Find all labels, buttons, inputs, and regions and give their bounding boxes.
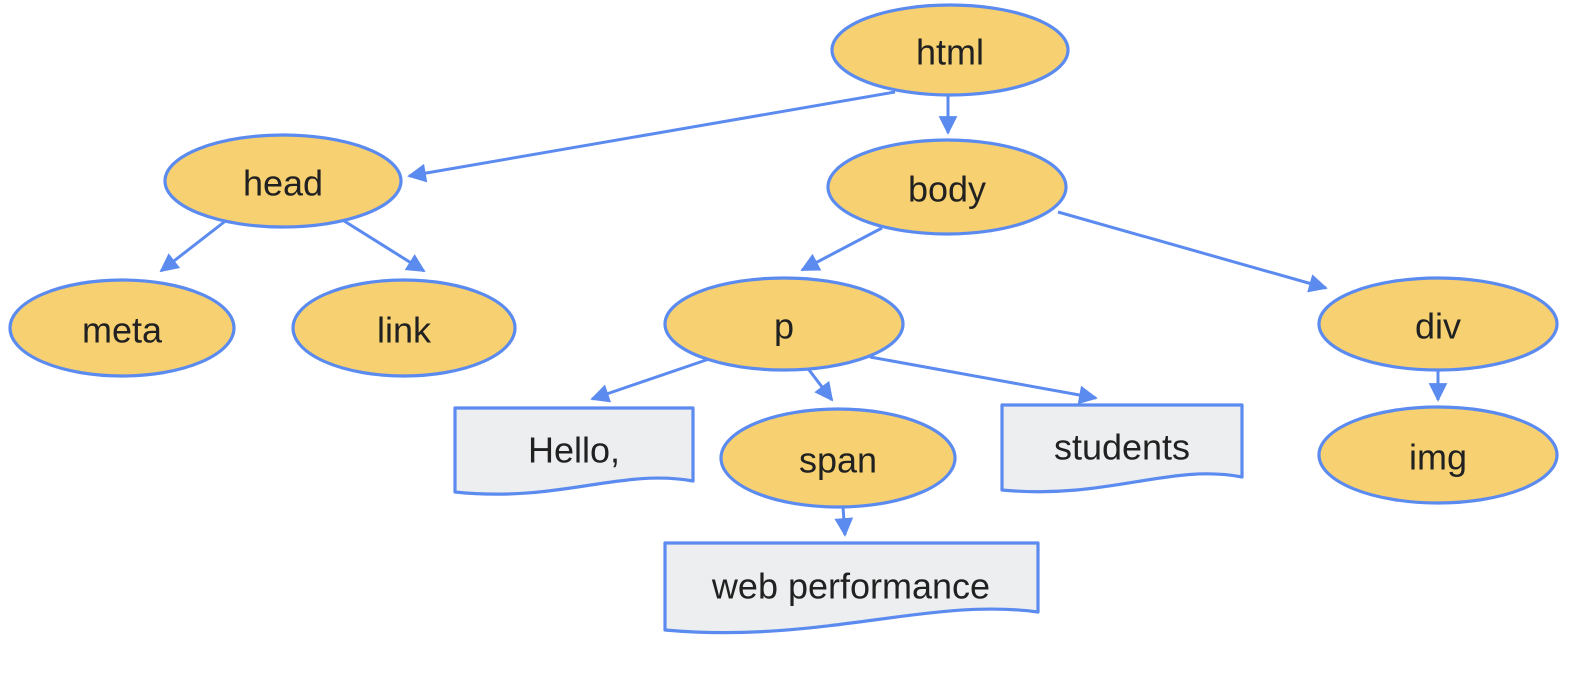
node-span-label: span <box>799 440 877 481</box>
node-meta-label: meta <box>82 310 163 351</box>
node-img-shape <box>1317 405 1559 505</box>
edge-html-head <box>407 90 896 183</box>
node-img-label: img <box>1409 437 1467 478</box>
node-img: img <box>1317 405 1559 505</box>
node-link-shape <box>291 278 517 378</box>
node-p-label: p <box>774 306 794 347</box>
node-html-shape <box>830 3 1070 97</box>
textnode-hello: Hello, <box>453 406 695 496</box>
edge-head-link <box>340 217 426 273</box>
edges <box>159 90 1448 537</box>
textnode-students: students <box>1000 403 1244 494</box>
edge-body-p <box>800 226 883 272</box>
textnode-hello-label: Hello, <box>528 430 620 471</box>
edge-head-meta <box>159 217 229 273</box>
node-div-label: div <box>1415 306 1461 347</box>
textnode-web-performance-label: web performance <box>711 566 990 607</box>
node-span-shape <box>719 407 957 509</box>
edge-span-webperf <box>834 506 854 537</box>
node-head-label: head <box>243 163 323 204</box>
textnode-students-shape <box>1000 403 1244 494</box>
textnode-students-label: students <box>1054 427 1190 468</box>
node-span: span <box>719 407 957 509</box>
edge-p-students <box>869 355 1098 405</box>
edge-body-div <box>1057 210 1328 293</box>
textnode-web-performance-shape <box>663 541 1040 635</box>
node-link-label: link <box>377 310 432 351</box>
node-head-shape <box>163 133 403 229</box>
node-html-label: html <box>916 32 984 73</box>
node-body: body <box>826 138 1068 236</box>
node-link: link <box>291 278 517 378</box>
textnode-web-performance: web performance <box>663 541 1040 635</box>
edge-p-hello <box>590 356 713 403</box>
node-head: head <box>163 133 403 229</box>
node-meta: meta <box>8 278 236 378</box>
node-body-shape <box>826 138 1068 236</box>
textnode-hello-shape <box>453 406 695 496</box>
edge-p-span <box>804 365 834 402</box>
node-body-label: body <box>908 169 986 210</box>
node-div: div <box>1317 276 1559 372</box>
node-p-shape <box>663 276 905 372</box>
node-div-shape <box>1317 276 1559 372</box>
node-meta-shape <box>8 278 236 378</box>
node-html: html <box>830 3 1070 97</box>
node-p: p <box>663 276 905 372</box>
